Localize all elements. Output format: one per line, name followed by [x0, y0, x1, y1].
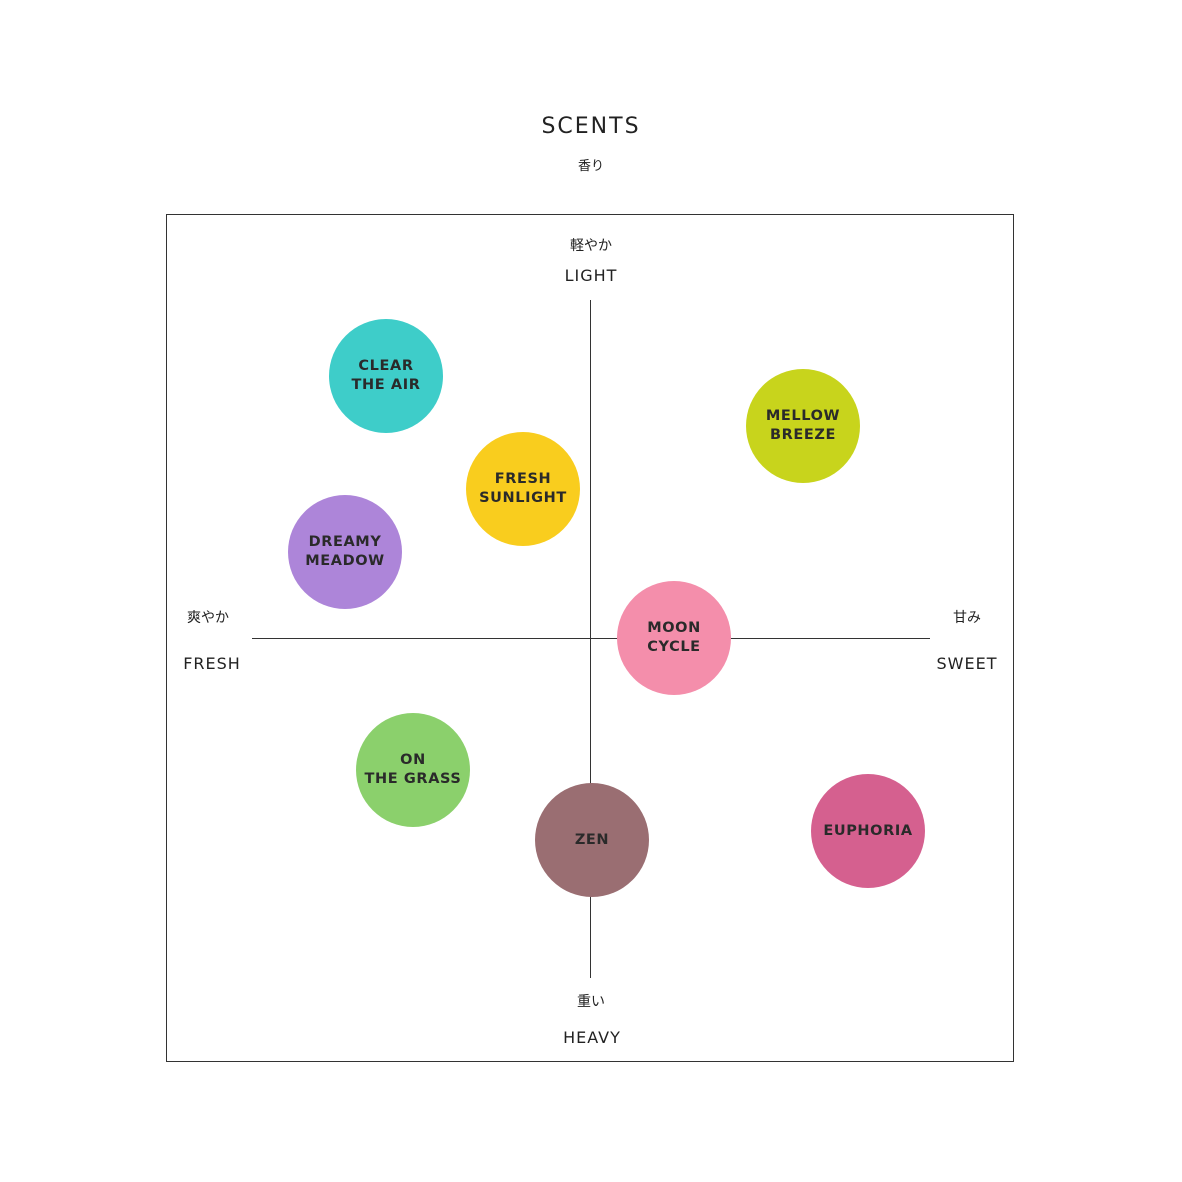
- scent-label: MOON CYCLE: [647, 620, 701, 655]
- axis-bottom-jp-label: 重い: [577, 994, 605, 1010]
- axis-bottom-label: HEAVY: [563, 1028, 621, 1047]
- scent-bubble-euphoria: EUPHORIA: [811, 774, 925, 888]
- scent-bubble-dreamy-meadow: DREAMY MEADOW: [288, 495, 402, 609]
- scent-label: DREAMY MEADOW: [305, 534, 385, 569]
- axis-top-jp-label: 軽やか: [570, 238, 612, 254]
- scent-bubble-clear-the-air: CLEAR THE AIR: [329, 319, 443, 433]
- scent-label: FRESH SUNLIGHT: [479, 471, 567, 506]
- scent-bubble-fresh-sunlight: FRESH SUNLIGHT: [466, 432, 580, 546]
- scent-bubble-zen: ZEN: [535, 783, 649, 897]
- horizontal-axis: [252, 638, 930, 639]
- scent-label: MELLOW BREEZE: [765, 408, 841, 443]
- scent-label: CLEAR THE AIR: [351, 358, 421, 393]
- scent-bubble-on-the-grass: ON THE GRASS: [356, 713, 470, 827]
- page-subtitle: 香り: [577, 159, 604, 174]
- scent-bubble-moon-cycle: MOON CYCLE: [617, 581, 731, 695]
- scent-label: ZEN: [574, 831, 610, 848]
- axis-right-jp-label: 甘み: [953, 610, 981, 626]
- chart-frame: [166, 214, 1014, 1062]
- axis-top-label: LIGHT: [564, 266, 618, 285]
- scent-label: EUPHORIA: [823, 822, 913, 839]
- page-title: SCENTS: [541, 114, 641, 139]
- axis-left-jp-label: 爽やか: [187, 610, 229, 626]
- axis-left-label: FRESH: [183, 654, 241, 673]
- scent-label: ON THE GRASS: [364, 752, 462, 787]
- scent-bubble-mellow-breeze: MELLOW BREEZE: [746, 369, 860, 483]
- axis-right-label: SWEET: [936, 654, 998, 673]
- vertical-axis: [590, 300, 591, 978]
